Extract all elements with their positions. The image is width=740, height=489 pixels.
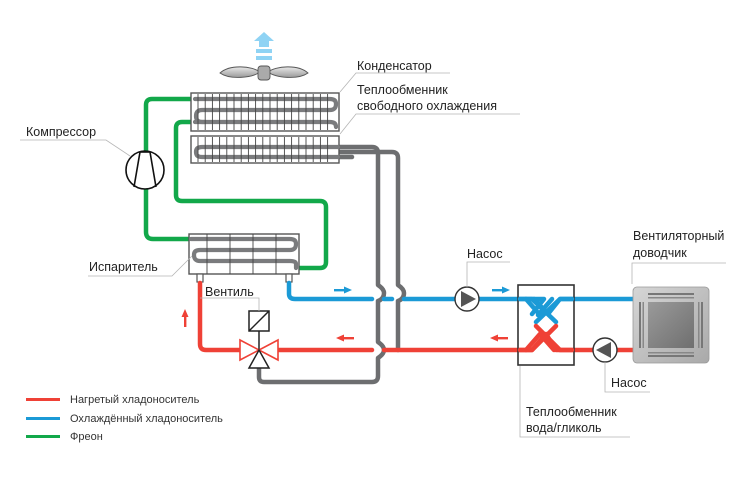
legend-swatch-hot: [26, 398, 60, 401]
water-glycol-heat-exchanger: [517, 284, 575, 366]
free-cooling-heat-exchanger-coil: [190, 135, 341, 164]
legend-label-cold: Охлаждённый хладоноситель: [70, 413, 223, 425]
condenser-fins: [197, 94, 329, 130]
legend-swatch-cold: [26, 417, 60, 420]
flow-arrow-icon: [490, 334, 508, 342]
label-water-glycol-hx-2: вода/гликоль: [526, 421, 602, 435]
fan-icon: [219, 65, 309, 81]
airflow-up-arrow-icon: [254, 32, 274, 60]
three-way-valve-icon: [239, 310, 279, 369]
legend-item: Охлаждённый хладоноситель: [26, 413, 223, 425]
evaporator-coil: [188, 233, 300, 283]
label-pump-bottom: Насос: [611, 376, 647, 390]
compressor-icon: [125, 150, 165, 190]
labels: Конденсатор Теплообменник свободного охл…: [26, 59, 724, 435]
evaporator-dividers: [206, 234, 277, 274]
flow-arrows: [181, 286, 510, 342]
label-fan-coil-2: доводчик: [633, 246, 687, 260]
flow-arrow-icon: [336, 334, 354, 342]
label-valve: Вентиль: [205, 285, 254, 299]
label-free-cooling-hx-2: свободного охлаждения: [357, 99, 497, 113]
label-compressor: Компрессор: [26, 125, 96, 139]
flow-arrow-icon: [492, 286, 510, 294]
label-pump-top: Насос: [467, 247, 503, 261]
label-water-glycol-hx-1: Теплообменник: [526, 405, 617, 419]
pump-icon-bottom: [592, 337, 618, 363]
fan-coil-cassette-icon: [632, 286, 710, 364]
legend-item: Фреон: [26, 431, 103, 443]
legend-swatch-freon: [26, 435, 60, 438]
legend-item: Нагретый хладоноситель: [26, 394, 200, 406]
legend-label-freon: Фреон: [70, 431, 103, 443]
label-evaporator: Испаритель: [89, 260, 158, 274]
flow-arrow-icon: [334, 286, 352, 294]
label-free-cooling-hx-1: Теплообменник: [357, 83, 448, 97]
pump-icon-top: [454, 286, 480, 312]
free-cooling-fins: [197, 137, 329, 162]
legend: Нагретый хладоноситель Охлаждённый хладо…: [26, 394, 223, 443]
flow-arrow-icon: [181, 309, 189, 327]
legend-label-hot: Нагретый хладоноситель: [70, 394, 200, 406]
label-condenser: Конденсатор: [357, 59, 432, 73]
leader-lines: [20, 72, 726, 438]
label-fan-coil-1: Вентиляторный: [633, 229, 724, 243]
condenser-coil: [190, 92, 340, 132]
